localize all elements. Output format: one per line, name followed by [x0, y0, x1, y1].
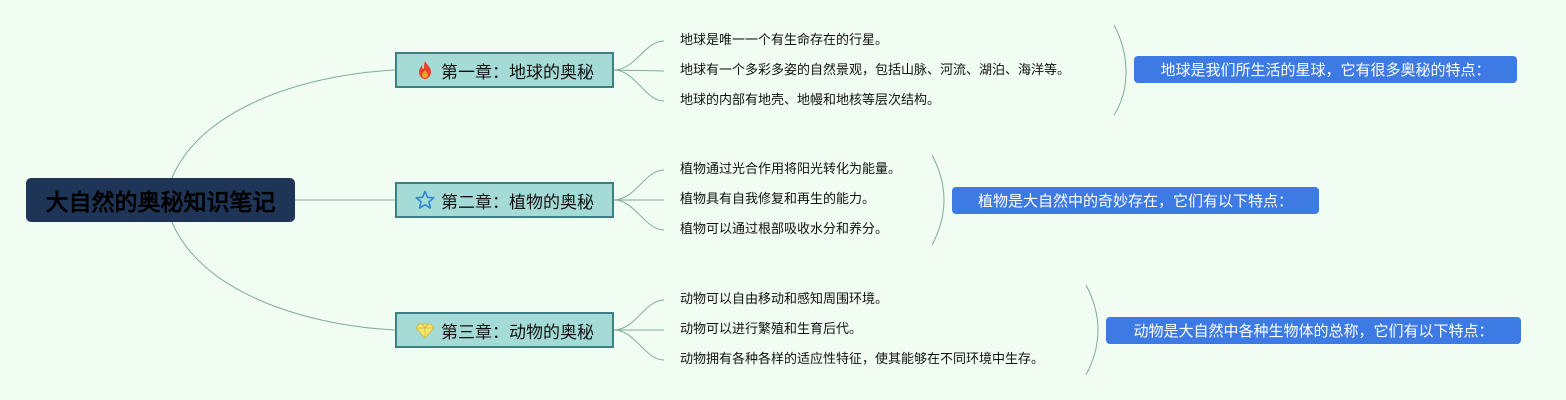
- bracket-ch1: [1113, 24, 1127, 116]
- link-ch3-leaf3: [613, 329, 665, 361]
- chapter-2-item-3[interactable]: 植物可以通过根部吸收水分和养分。: [680, 222, 889, 237]
- chapter-3-title: 第三章：动物的奥秘: [441, 322, 594, 343]
- chapter-1-title: 第一章：地球的奥秘: [441, 62, 594, 83]
- chapter-2-item-1[interactable]: 植物通过光合作用将阳光转化为能量。: [680, 162, 902, 177]
- chapter-1-summary-text: 地球是我们所生活的星球，它有很多奥秘的特点：: [1160, 61, 1491, 79]
- chapter-2-item-2[interactable]: 植物具有自我修复和再生的能力。: [680, 192, 876, 207]
- fire-icon: [415, 60, 435, 80]
- diamond-icon: [415, 320, 435, 340]
- chapter-2-summary[interactable]: 植物是大自然中的奇妙存在，它们有以下特点：: [952, 187, 1319, 214]
- chapter-1-item-1[interactable]: 地球是唯一一个有生命存在的行星。: [680, 33, 889, 48]
- link-ch2-leaf3: [613, 199, 665, 231]
- chapter-2-topic[interactable]: 第二章：植物的奥秘: [395, 182, 614, 218]
- chapter-2-title: 第二章：植物的奥秘: [441, 192, 594, 213]
- chapter-3-item-3[interactable]: 动物拥有各种各样的适应性特征，使其能够在不同环境中生存。: [680, 352, 1045, 367]
- chapter-3-item-2[interactable]: 动物可以进行繁殖和生育后代。: [680, 322, 863, 337]
- link-ch1-leaf1: [613, 40, 665, 71]
- chapter-3-topic[interactable]: 第三章：动物的奥秘: [395, 312, 614, 348]
- link-root-ch3: [171, 221, 396, 331]
- link-ch3-leaf1: [613, 299, 665, 331]
- bracket-ch3: [1085, 284, 1099, 376]
- link-ch1-leaf2: [613, 69, 665, 72]
- chapter-2-summary-text: 植物是大自然中的奇妙存在，它们有以下特点：: [977, 192, 1293, 210]
- link-ch2-leaf1: [613, 169, 665, 201]
- star-icon: [415, 190, 435, 210]
- chapter-1-item-2[interactable]: 地球有一个多彩多姿的自然景观，包括山脉、河流、湖泊、海洋等。: [680, 63, 1071, 78]
- chapter-1-item-3[interactable]: 地球的内部有地壳、地幔和地核等层次结构。: [680, 93, 941, 108]
- link-ch1-leaf3: [613, 69, 665, 102]
- chapter-3-summary[interactable]: 动物是大自然中各种生物体的总称，它们有以下特点：: [1106, 317, 1521, 344]
- link-root-ch1: [171, 69, 396, 179]
- chapter-1-topic[interactable]: 第一章：地球的奥秘: [395, 52, 614, 88]
- root-topic[interactable]: 大自然的奥秘知识笔记: [26, 178, 295, 222]
- root-title: 大自然的奥秘知识笔记: [45, 190, 276, 216]
- bracket-ch2: [931, 154, 945, 246]
- chapter-1-summary[interactable]: 地球是我们所生活的星球，它有很多奥秘的特点：: [1134, 56, 1517, 83]
- chapter-3-summary-text: 动物是大自然中各种生物体的总称，它们有以下特点：: [1133, 322, 1494, 340]
- chapter-3-item-1[interactable]: 动物可以自由移动和感知周围环境。: [680, 292, 889, 307]
